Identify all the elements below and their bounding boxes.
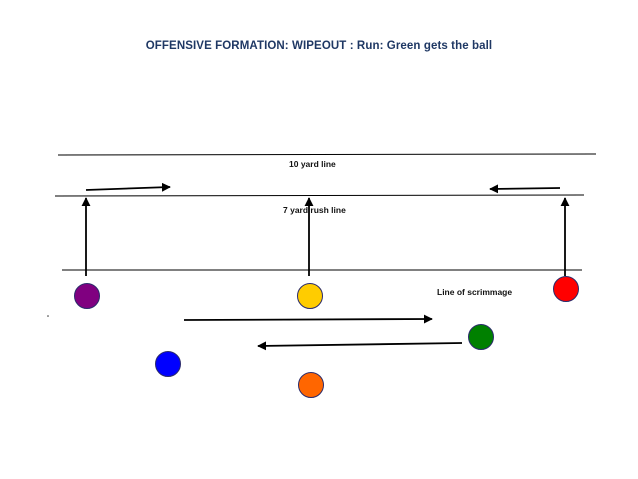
red-player	[553, 276, 579, 302]
left-cut-arrow	[85, 182, 171, 192]
page-title: OFFENSIVE FORMATION: WIPEOUT : Run: Gree…	[145, 40, 493, 52]
stray-dot	[47, 315, 49, 317]
rush-line-label: 7 yard rush line	[283, 205, 346, 215]
ten-yard-line	[57, 153, 597, 156]
blue-player	[155, 351, 181, 377]
ten-yard-line-label: 10 yard line	[289, 159, 336, 169]
green-player	[468, 324, 494, 350]
line-of-scrimmage-label: Line of scrimmage	[437, 287, 513, 297]
right-cut-arrow	[489, 184, 561, 194]
orange-player	[298, 372, 324, 398]
motion-left-arrow	[257, 341, 463, 351]
rush-line	[54, 194, 585, 197]
motion-right-arrow	[183, 314, 433, 324]
purple-player	[74, 283, 100, 309]
yellow-player	[297, 283, 323, 309]
